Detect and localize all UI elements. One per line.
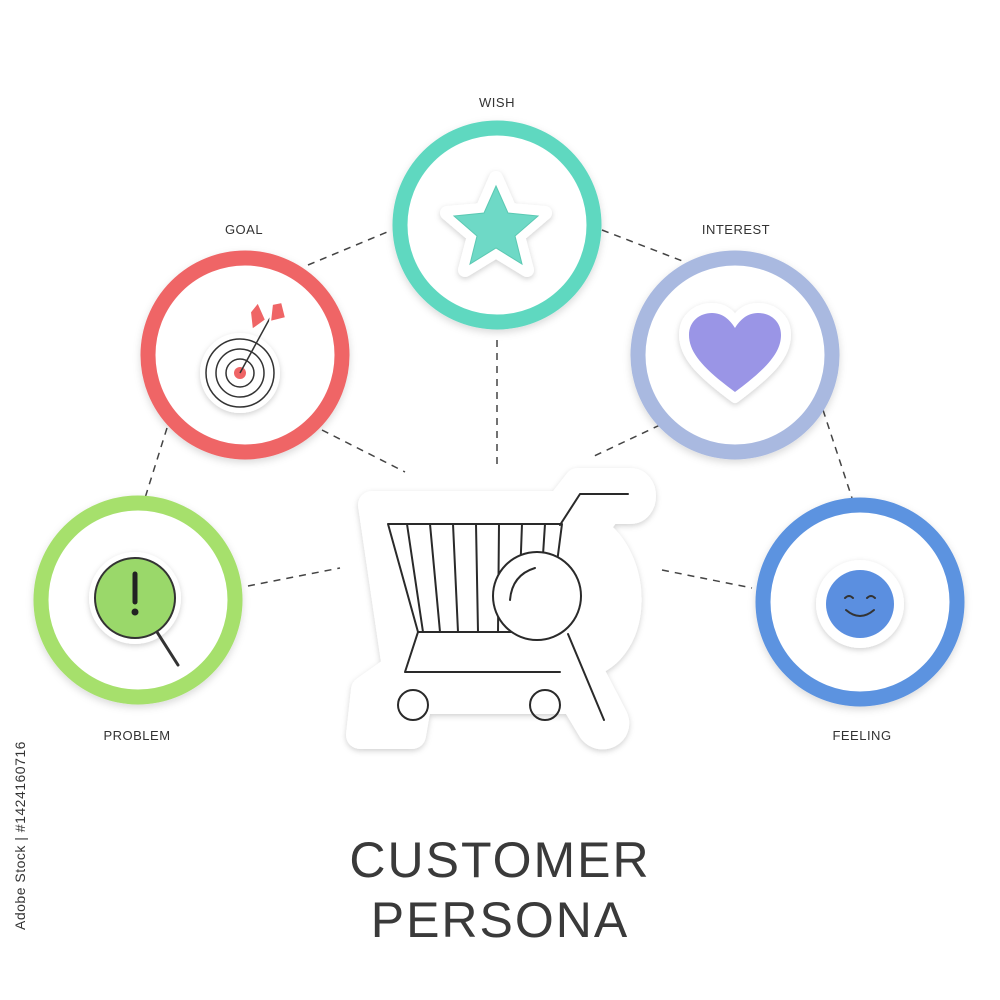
title-line-1: CUSTOMER xyxy=(349,832,651,888)
heart-icon xyxy=(679,303,791,403)
node-feeling xyxy=(755,497,965,707)
connector-goal-center xyxy=(321,429,406,473)
node-label-wish: WISH xyxy=(479,95,515,110)
connector-interest-feeling xyxy=(822,409,853,499)
connector-problem-center xyxy=(247,567,341,587)
node-label-problem: PROBLEM xyxy=(103,728,171,743)
node-interest xyxy=(630,250,840,460)
node-goal xyxy=(140,250,350,460)
node-label-goal: GOAL xyxy=(224,222,264,237)
shopping-cart-magnifier-icon xyxy=(346,468,656,750)
title-line-2: PERSONA xyxy=(370,892,630,948)
connector-lines xyxy=(144,229,853,589)
node-wish xyxy=(392,120,602,330)
node-label-interest: INTEREST xyxy=(701,222,771,237)
star-icon xyxy=(440,171,552,277)
target-dart-icon xyxy=(200,300,288,413)
exclamation-magnifier-icon xyxy=(89,552,181,667)
connector-feeling-center xyxy=(661,569,753,589)
stock-credit-text: Adobe Stock | #1424160716 xyxy=(12,741,28,930)
connector-wish-interest xyxy=(601,229,686,263)
connector-interest-center xyxy=(589,424,661,459)
node-problem xyxy=(33,495,243,705)
smiley-face-icon xyxy=(816,560,904,648)
connector-goal-wish xyxy=(307,229,393,266)
connector-goal-problem xyxy=(144,427,168,499)
node-label-feeling: FEELING xyxy=(832,728,892,743)
